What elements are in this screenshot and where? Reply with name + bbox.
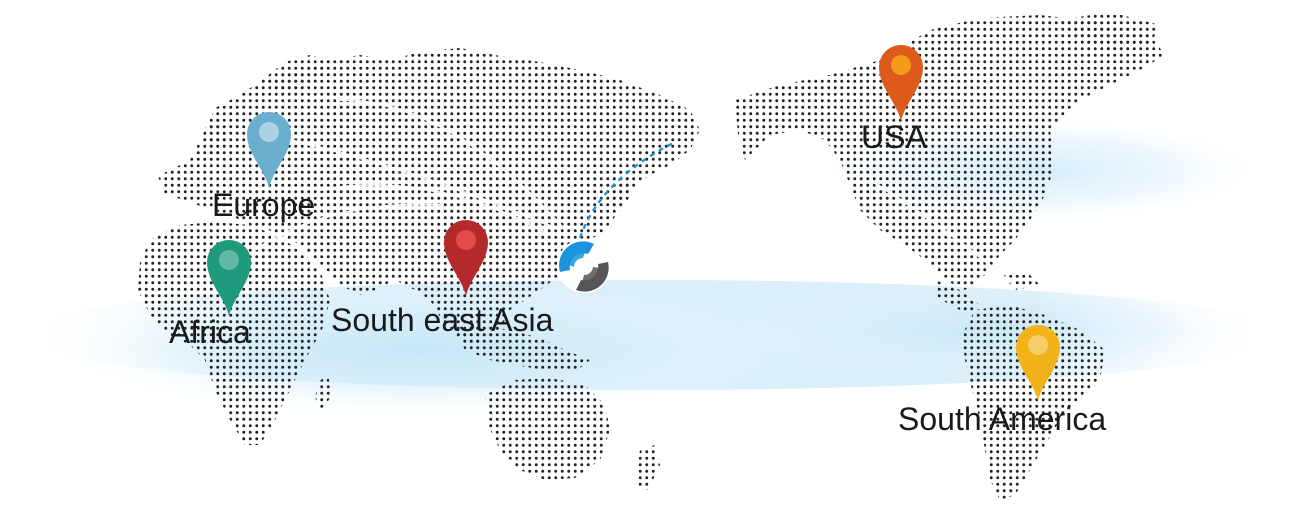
pin-usa[interactable]: [879, 45, 923, 121]
connection-arcs: [254, 98, 1021, 291]
map-pin-icon: [1016, 325, 1060, 401]
scandinavia: [262, 55, 330, 95]
label-africa: Africa: [169, 314, 251, 350]
label-south-america: South America: [898, 401, 1107, 437]
north-america-landmass: [735, 15, 1165, 290]
central-america: [935, 280, 980, 315]
map-pin-icon: [247, 112, 291, 188]
map-pin-icon: [879, 45, 923, 121]
map-pin-icon: [444, 220, 488, 296]
uk-islands: [205, 118, 228, 158]
map-pin-icon: [207, 240, 251, 316]
shipping-route: [578, 140, 676, 239]
caribbean: [1000, 275, 1040, 290]
africa-landmass: [138, 222, 330, 445]
pin-africa[interactable]: [207, 240, 251, 316]
arctic-islands: [1060, 12, 1160, 50]
continents: [138, 12, 1165, 500]
se-asia-islands: [455, 325, 590, 372]
south-america-landmass: [962, 305, 1105, 500]
new-zealand: [635, 445, 660, 490]
eurasia-landmass: [158, 48, 700, 345]
madagascar: [315, 375, 332, 410]
label-usa: USA: [861, 119, 927, 155]
pin-south-america[interactable]: [1016, 325, 1060, 401]
japan: [605, 168, 635, 208]
label-europe: Europe: [212, 187, 316, 223]
pin-europe[interactable]: [247, 112, 291, 188]
company-logo-icon[interactable]: [557, 239, 611, 293]
label-south-east-asia: South east Asia: [331, 302, 554, 338]
pin-south-east-asia[interactable]: [444, 220, 488, 296]
australia-landmass: [485, 378, 610, 480]
